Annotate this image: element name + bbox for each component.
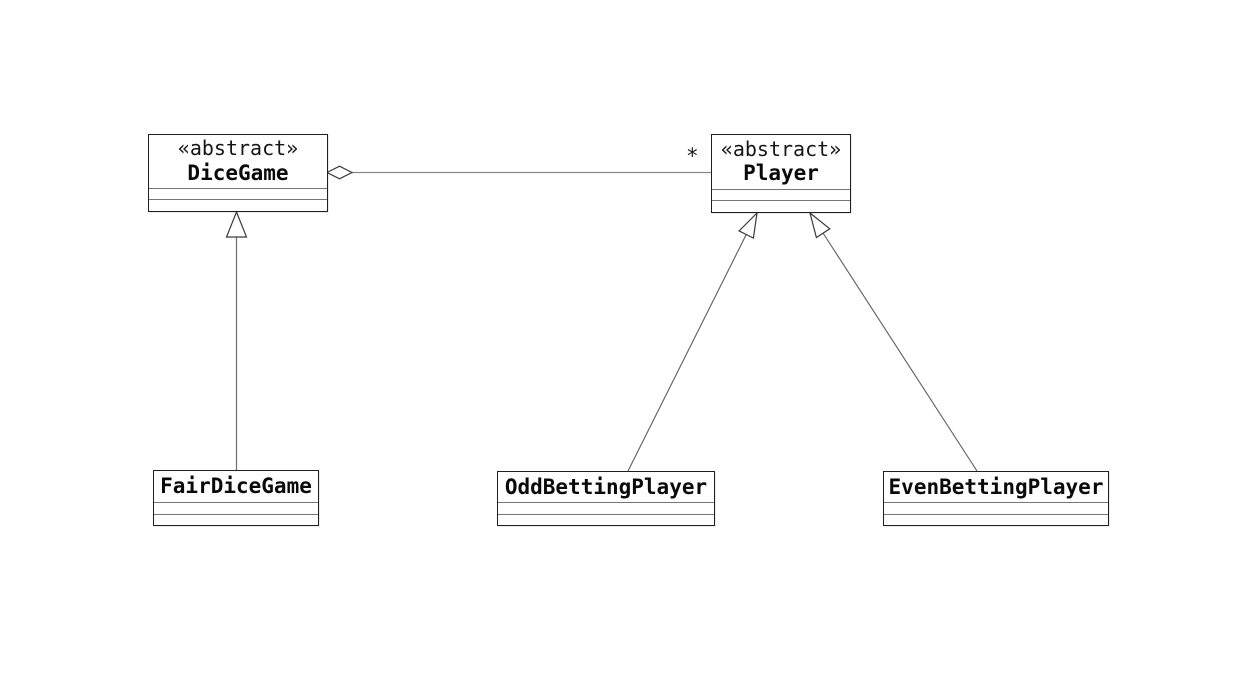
class-box-player[interactable]: «abstract» Player <box>711 134 851 213</box>
class-name: EvenBettingPlayer <box>888 474 1104 499</box>
class-name: DiceGame <box>187 160 289 185</box>
class-box-oddbettingplayer[interactable]: OddBettingPlayer <box>497 471 715 526</box>
attributes-compartment <box>884 502 1108 514</box>
methods-compartment <box>149 199 327 211</box>
generalization-arrowhead <box>225 210 248 238</box>
class-name: OddBettingPlayer <box>504 474 708 499</box>
stereotype-label: «abstract» <box>177 136 299 161</box>
generalization-edge-oddbettingplayer-player <box>627 211 758 472</box>
attributes-compartment <box>154 502 318 514</box>
aggregation-edge-dicegame-player <box>325 165 711 180</box>
generalization-arrowhead <box>738 211 758 240</box>
generalization-arrowhead <box>808 211 831 239</box>
class-box-dicegame[interactable]: «abstract» DiceGame <box>148 134 328 212</box>
class-header: EvenBettingPlayer <box>884 472 1108 502</box>
methods-compartment <box>884 514 1108 525</box>
class-header: «abstract» Player <box>712 135 850 189</box>
class-box-evenbettingplayer[interactable]: EvenBettingPlayer <box>883 471 1109 526</box>
aggregation-diamond <box>325 165 354 180</box>
generalization-edge-evenbettingplayer-player <box>808 211 978 472</box>
methods-compartment <box>498 514 714 525</box>
generalization-edge-fairdicegame-dicegame <box>225 210 248 470</box>
methods-compartment <box>154 514 318 525</box>
class-name: FairDiceGame <box>160 474 312 499</box>
methods-compartment <box>712 200 850 212</box>
stereotype-label: «abstract» <box>720 136 842 161</box>
class-header: «abstract» DiceGame <box>149 135 327 188</box>
attributes-compartment <box>712 189 850 200</box>
class-header: OddBettingPlayer <box>498 472 714 502</box>
multiplicity-label: * <box>686 144 699 168</box>
class-box-fairdicegame[interactable]: FairDiceGame <box>153 470 319 526</box>
attributes-compartment <box>498 502 714 514</box>
class-header: FairDiceGame <box>154 471 318 502</box>
attributes-compartment <box>149 188 327 199</box>
class-name: Player <box>743 161 819 186</box>
